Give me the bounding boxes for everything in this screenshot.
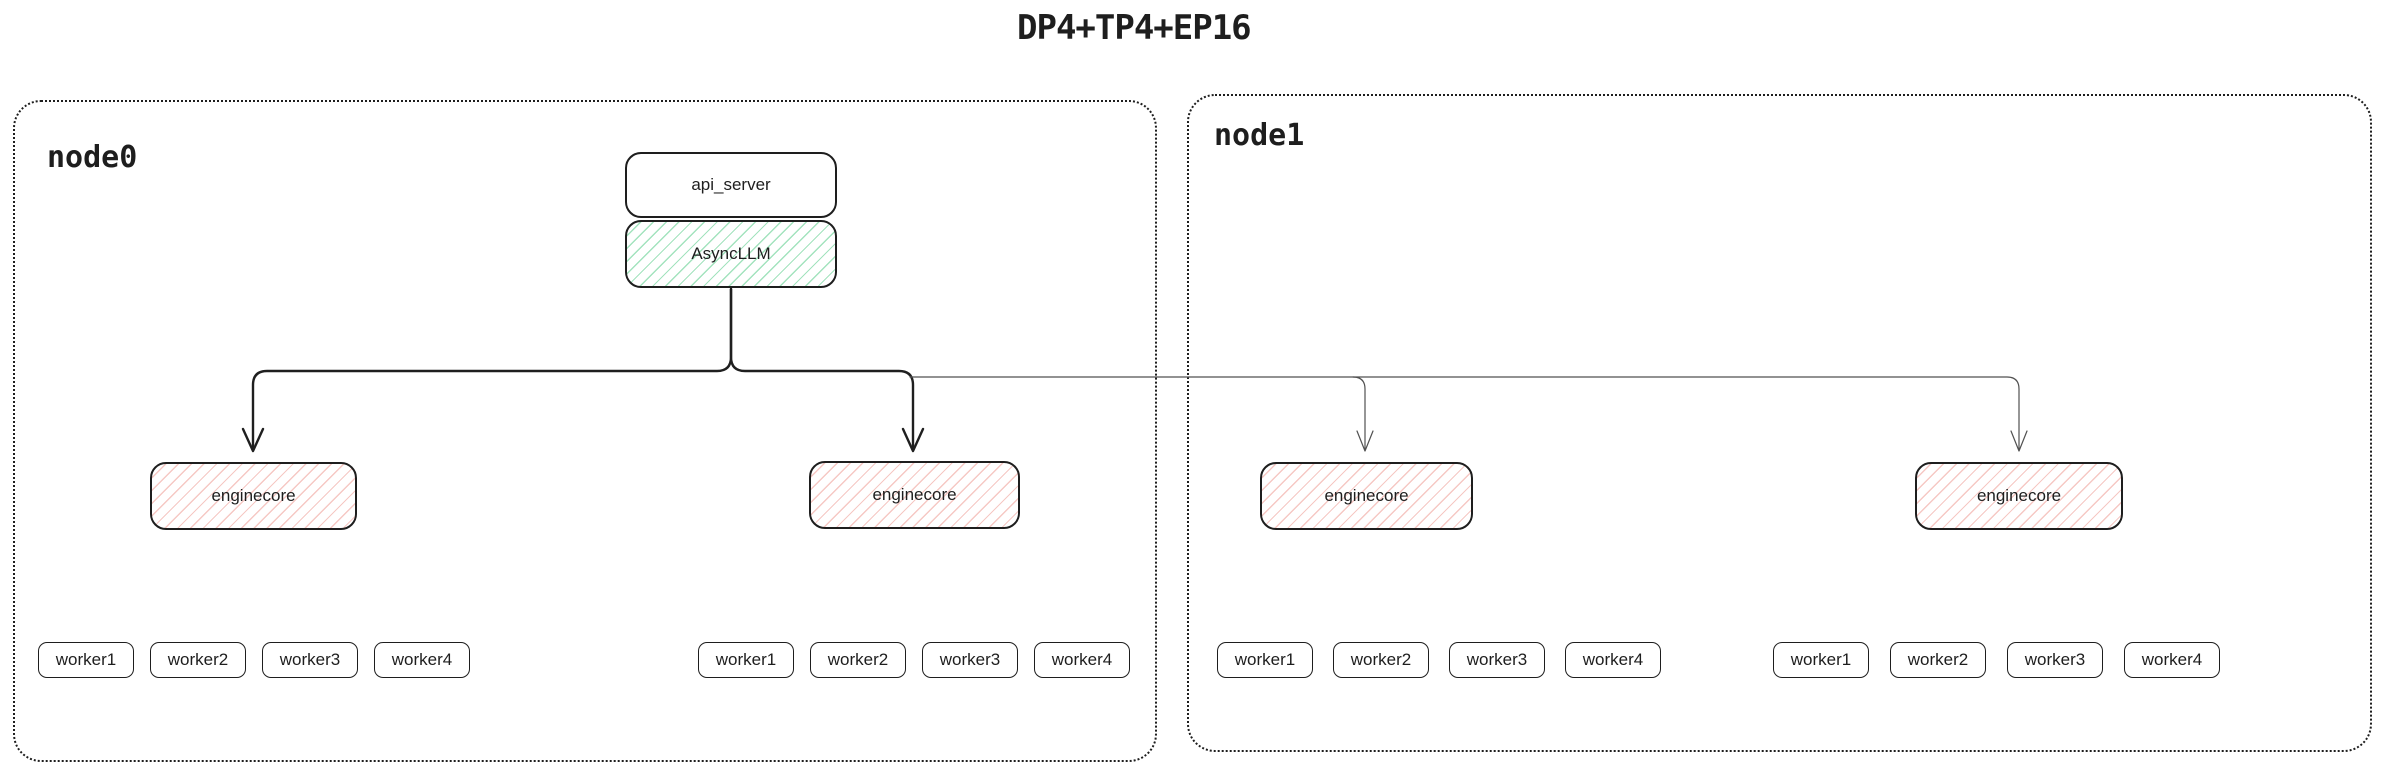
worker-box: worker3: [922, 642, 1018, 678]
connector-asyncllm-to-enginecore2: [729, 287, 915, 450]
connector-tee-to-enginecore3: [1352, 376, 1366, 451]
node0-label: node0: [47, 140, 138, 175]
enginecore-box-4: enginecore: [1915, 462, 2123, 530]
worker-group-2: worker1 worker2 worker3 worker4: [698, 642, 1130, 678]
connector-asyncllm-to-enginecore1: [251, 287, 733, 450]
worker-box: worker4: [1034, 642, 1130, 678]
api-server-box: api_server: [625, 152, 837, 218]
worker-box: worker3: [262, 642, 358, 678]
enginecore-box-2: enginecore: [809, 461, 1020, 529]
arrowhead-enginecore1: [241, 427, 265, 453]
node1-label: node1: [1214, 118, 1305, 153]
worker-box: worker3: [1449, 642, 1545, 678]
worker-box: worker2: [1890, 642, 1986, 678]
worker-box: worker4: [1565, 642, 1661, 678]
worker-box: worker1: [1773, 642, 1869, 678]
worker-box: worker3: [2007, 642, 2103, 678]
worker-box: worker2: [150, 642, 246, 678]
worker-group-1: worker1 worker2 worker3 worker4: [38, 642, 470, 678]
worker-box: worker1: [1217, 642, 1313, 678]
node1-container: node1: [1187, 94, 2372, 752]
diagram-title: DP4+TP4+EP16: [1017, 8, 1252, 48]
worker-box: worker1: [38, 642, 134, 678]
arrowhead-enginecore4: [2010, 430, 2028, 452]
worker-box: worker2: [1333, 642, 1429, 678]
enginecore-box-1: enginecore: [150, 462, 357, 530]
asyncllm-box: AsyncLLM: [625, 220, 837, 288]
worker-group-3: worker1 worker2 worker3 worker4: [1217, 642, 1661, 678]
arrowhead-enginecore3: [1356, 430, 1374, 452]
worker-box: worker2: [810, 642, 906, 678]
node0-container: node0: [13, 100, 1157, 762]
worker-box: worker1: [698, 642, 794, 678]
enginecore-box-3: enginecore: [1260, 462, 1473, 530]
worker-box: worker4: [374, 642, 470, 678]
worker-group-4: worker1 worker2 worker3 worker4: [1773, 642, 2220, 678]
worker-box: worker4: [2124, 642, 2220, 678]
arrowhead-enginecore2: [901, 427, 925, 453]
connector-cross-node-to-enginecore4: [909, 376, 2020, 451]
